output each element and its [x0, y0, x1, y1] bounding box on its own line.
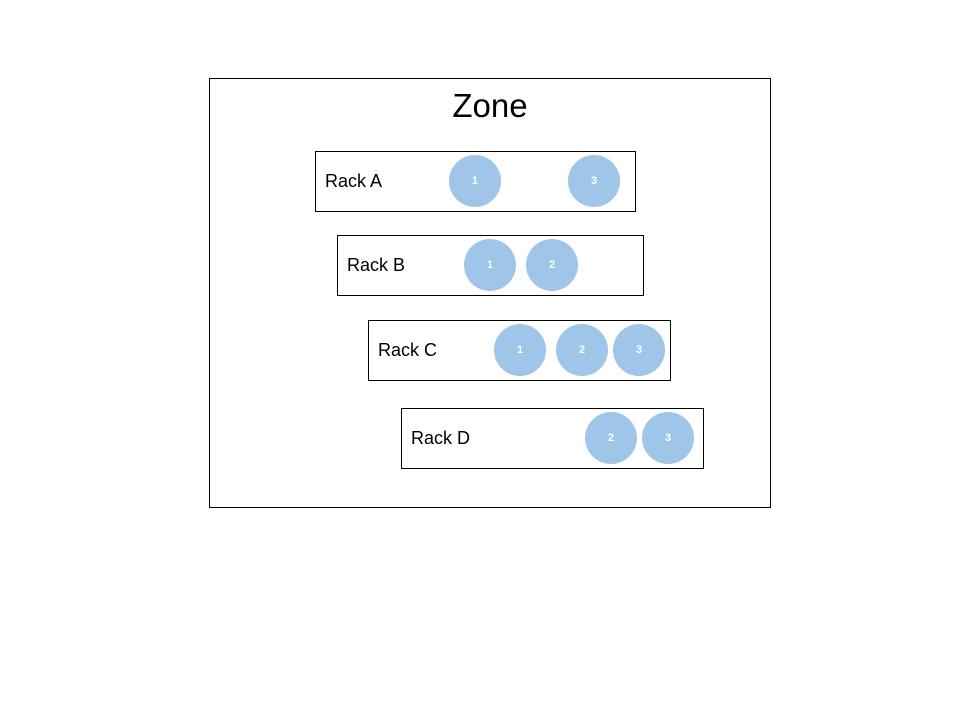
rack-a: Rack A 1 3: [315, 151, 636, 212]
rack-label: Rack B: [347, 255, 406, 275]
rack-label: Rack A: [325, 171, 383, 191]
zone-box: [209, 78, 771, 508]
rack-b: Rack B 1 2: [337, 235, 644, 296]
rack-c: Rack C 1 2 3: [368, 320, 671, 381]
node-circle: 2: [556, 324, 608, 376]
node-circle: 1: [449, 155, 501, 207]
node-circle: 1: [494, 324, 546, 376]
rack-label: Rack D: [411, 428, 471, 448]
node-circle: 1: [464, 239, 516, 291]
node-circle: 2: [526, 239, 578, 291]
rack-d: Rack D 2 3: [401, 408, 704, 469]
node-circle: 3: [642, 412, 694, 464]
node-circle: 3: [613, 324, 665, 376]
rack-label: Rack C: [378, 340, 438, 360]
zone-title: Zone: [452, 87, 528, 124]
node-circle: 2: [585, 412, 637, 464]
node-circle: 3: [568, 155, 620, 207]
